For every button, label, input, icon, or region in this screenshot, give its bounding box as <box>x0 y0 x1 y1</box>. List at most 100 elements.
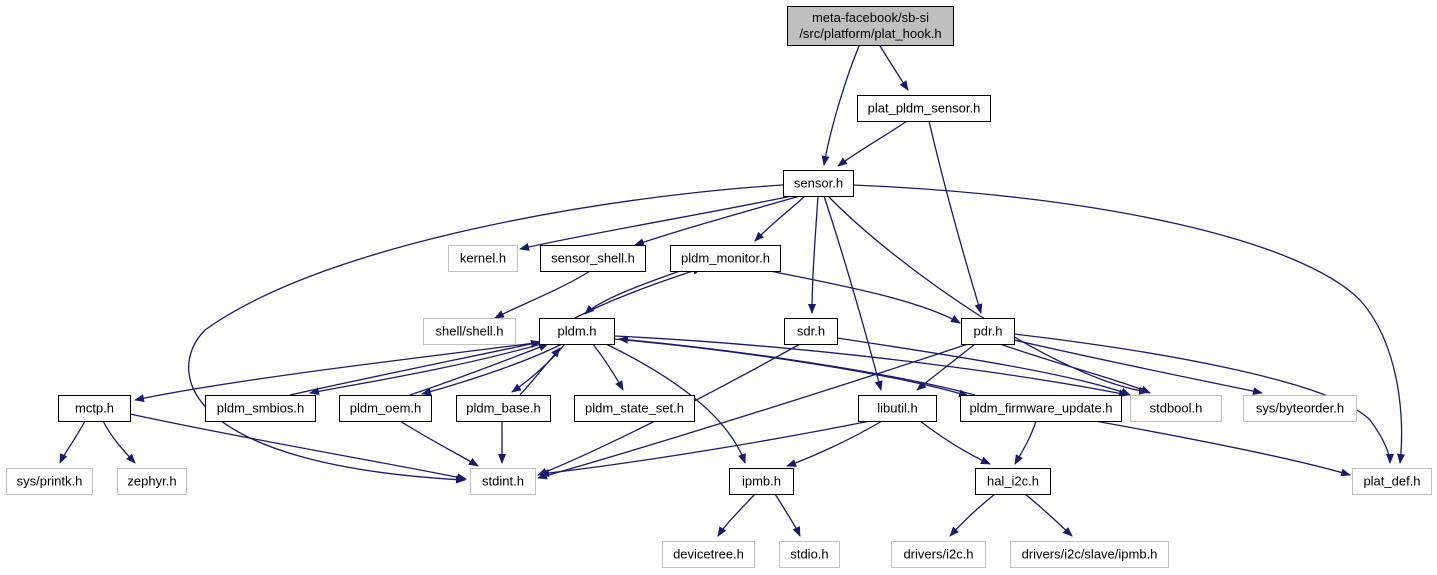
node-plat_pldm_sensor[interactable]: plat_pldm_sensor.h <box>857 95 991 122</box>
node-box <box>6 468 93 495</box>
node-box <box>58 395 131 422</box>
edge-pldm_fw-to-plat_def <box>1094 420 1351 477</box>
node-drivers_ipmb: drivers/i2c/slave/ipmb.h <box>1010 541 1169 568</box>
node-box <box>783 170 854 197</box>
node-pldm_smbios[interactable]: pldm_smbios.h <box>205 395 316 422</box>
edge-pldm-to-pldm_fw <box>613 338 969 398</box>
node-label: pldm_monitor.h <box>681 251 770 266</box>
node-label: kernel.h <box>460 251 506 266</box>
node-box <box>784 318 838 345</box>
node-stdio: stdio.h <box>779 541 840 568</box>
node-label: meta-facebook/sb-si/src/platform/plat_ho… <box>799 10 941 41</box>
node-box <box>540 245 646 272</box>
node-box <box>787 6 954 46</box>
node-sdr[interactable]: sdr.h <box>784 318 838 345</box>
node-box <box>729 468 794 495</box>
edge-ipmb-to-devicetree <box>717 493 756 537</box>
edge-pldm_fw-to-pldm <box>618 335 976 396</box>
node-pdr[interactable]: pdr.h <box>961 318 1015 345</box>
node-label: hal_i2c.h <box>987 474 1039 489</box>
node-label: sys/byteorder.h <box>1256 401 1344 416</box>
edge-root-to-sensor <box>821 45 860 166</box>
node-label: sensor.h <box>794 176 843 191</box>
edge-pldm_monitor-to-pldm <box>584 270 681 315</box>
node-pldm[interactable]: pldm.h <box>539 318 615 345</box>
node-pldm_fw[interactable]: pldm_firmware_update.h <box>960 395 1122 422</box>
node-box <box>539 318 615 345</box>
node-libutil[interactable]: libutil.h <box>858 395 937 422</box>
edge-sensor-to-plat_def <box>852 184 1406 464</box>
nodes-layer: meta-facebook/sb-si/src/platform/plat_ho… <box>6 6 1432 568</box>
node-pldm_base[interactable]: pldm_base.h <box>456 395 551 422</box>
edge-pdr-to-plat_def <box>1013 333 1394 464</box>
node-hal_i2c[interactable]: hal_i2c.h <box>975 468 1051 495</box>
node-label: libutil.h <box>877 401 917 416</box>
node-label: sys/printk.h <box>17 474 83 489</box>
edges-layer <box>59 45 1406 537</box>
node-pldm_monitor[interactable]: pldm_monitor.h <box>670 245 781 272</box>
edge-pldm-to-pldm_smbios <box>309 342 546 396</box>
edge-hal_i2c-to-drivers_i2c <box>949 493 996 537</box>
edge-pdr-to-stdint <box>537 343 969 480</box>
edge-pdr-to-libutil <box>916 343 976 391</box>
edge-pldm_monitor-to-pdr <box>769 270 961 324</box>
node-box <box>470 468 536 495</box>
node-box <box>779 541 840 568</box>
node-pldm_oem[interactable]: pldm_oem.h <box>339 395 432 422</box>
node-label: pldm_firmware_update.h <box>969 401 1112 416</box>
node-label: stdbool.h <box>1150 401 1203 416</box>
node-pldm_state_set[interactable]: pldm_state_set.h <box>574 395 695 422</box>
node-ipmb[interactable]: ipmb.h <box>729 468 794 495</box>
edge-sensor-to-stdint <box>188 184 784 484</box>
edge-mctp-to-stdint <box>129 413 467 482</box>
node-label: zephyr.h <box>127 474 176 489</box>
node-box <box>456 395 551 422</box>
node-byteorder: sys/byteorder.h <box>1243 395 1357 422</box>
edge-pldm-to-pldm_base <box>511 343 566 393</box>
node-label: sdr.h <box>797 324 825 339</box>
edge-sensor_shell-to-shell <box>494 270 591 319</box>
edge-pldm-to-stdbool <box>613 335 1129 398</box>
node-label: pldm_oem.h <box>350 401 422 416</box>
node-printk: sys/printk.h <box>6 468 93 495</box>
node-box <box>574 395 695 422</box>
node-sensor[interactable]: sensor.h <box>783 170 854 197</box>
edge-pdr-to-stdbool <box>999 343 1151 394</box>
edge-pldm-to-ipmb <box>605 343 746 464</box>
edge-sdr-to-stdbool <box>836 337 1131 396</box>
edge-pldm-to-mctp <box>134 341 544 403</box>
edge-libutil-to-hal_i2c <box>919 420 991 465</box>
edge-root-to-plat_pldm_sensor <box>879 45 909 91</box>
node-label: plat_pldm_sensor.h <box>868 101 981 116</box>
node-sensor_shell[interactable]: sensor_shell.h <box>540 245 646 272</box>
node-box <box>1243 395 1357 422</box>
edge-plat_pldm_sensor-to-sensor <box>837 120 908 167</box>
node-shell: shell/shell.h <box>423 318 516 345</box>
node-box <box>857 95 991 122</box>
edge-sensor-to-pldm_monitor <box>754 195 806 242</box>
edge-mctp-to-zephyr <box>102 420 136 464</box>
node-label: devicetree.h <box>673 547 744 562</box>
node-label: plat_def.h <box>1363 474 1420 489</box>
node-plat_def: plat_def.h <box>1352 468 1432 495</box>
node-devicetree: devicetree.h <box>662 541 755 568</box>
node-box <box>1130 395 1222 422</box>
node-mctp[interactable]: mctp.h <box>58 395 131 422</box>
node-label: drivers/i2c/slave/ipmb.h <box>1022 547 1158 562</box>
edge-mctp-to-printk <box>59 420 86 464</box>
node-label: stdint.h <box>482 474 524 489</box>
node-root[interactable]: meta-facebook/sb-si/src/platform/plat_ho… <box>787 6 954 46</box>
node-stdbool: stdbool.h <box>1130 395 1222 422</box>
node-stdint: stdint.h <box>470 468 536 495</box>
node-label: stdio.h <box>790 547 828 562</box>
node-label: mctp.h <box>75 401 114 416</box>
node-box <box>891 541 986 568</box>
edge-pldm-to-pldm_monitor <box>574 266 703 319</box>
node-box <box>423 318 516 345</box>
node-zephyr: zephyr.h <box>117 468 187 495</box>
node-kernel: kernel.h <box>448 245 518 272</box>
node-label: drivers/i2c.h <box>903 547 973 562</box>
node-label: pldm.h <box>557 324 596 339</box>
node-label: sensor_shell.h <box>551 251 635 266</box>
